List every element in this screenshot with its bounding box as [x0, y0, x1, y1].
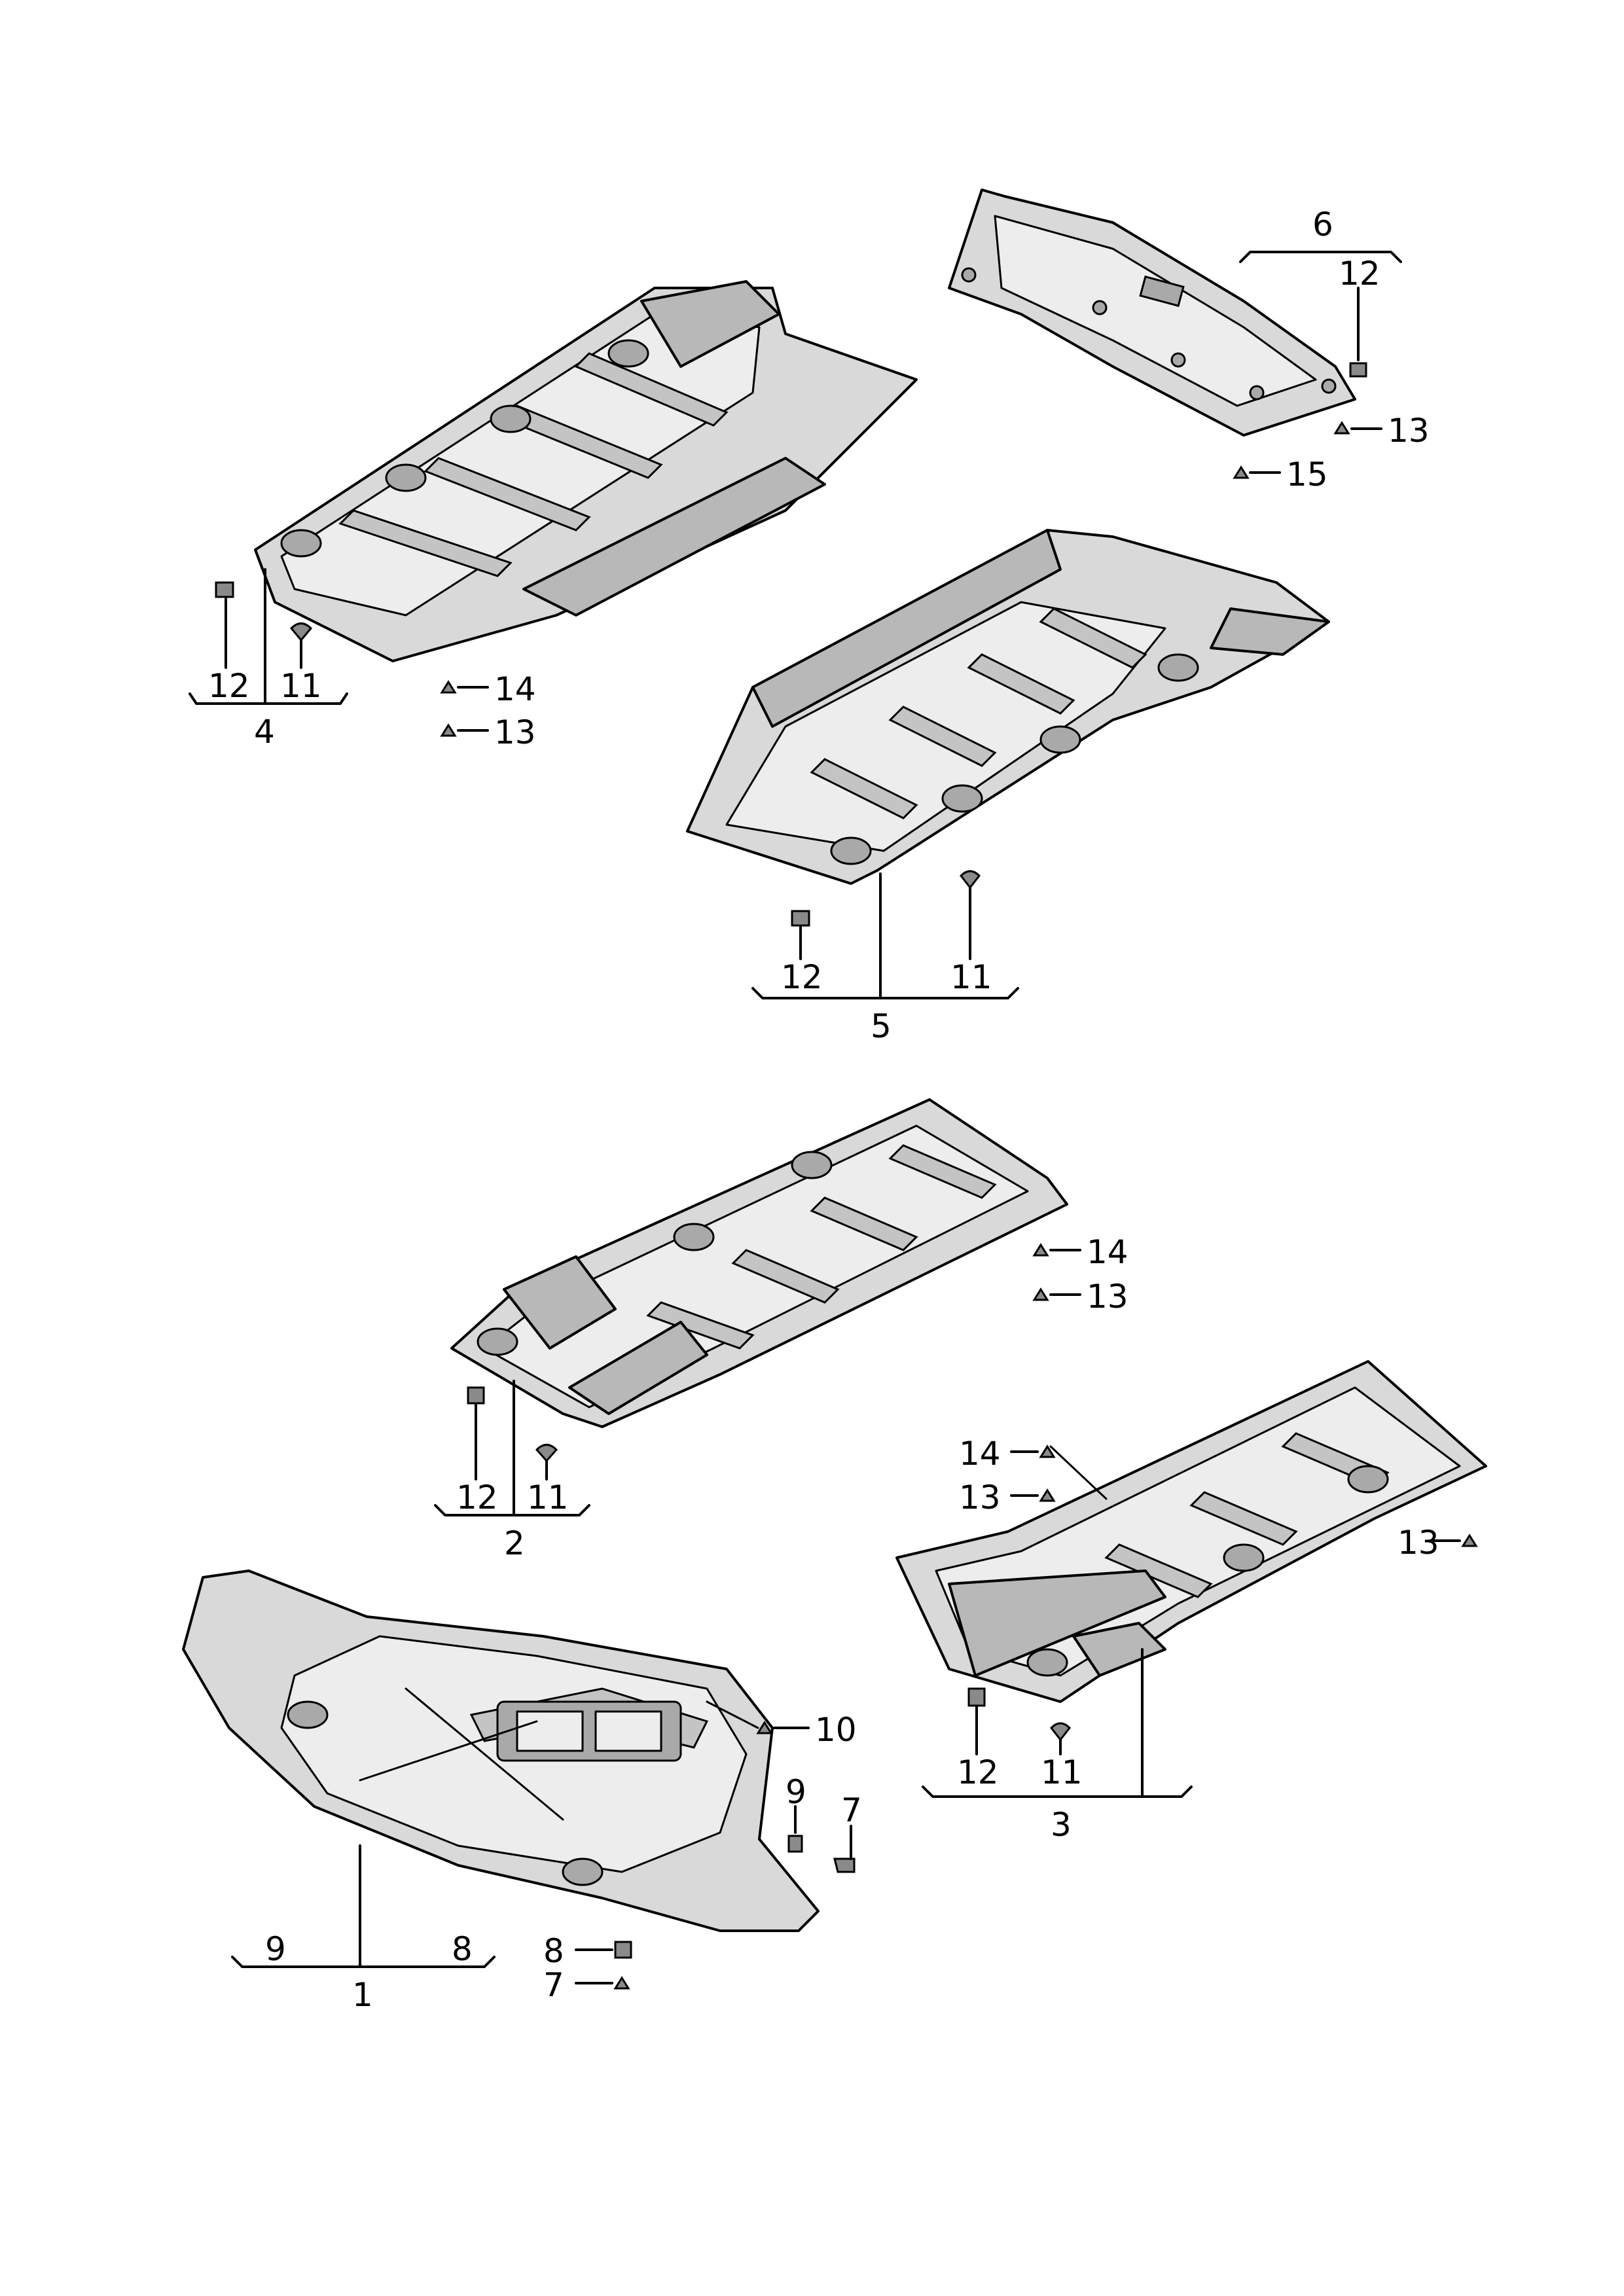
callout-11: 11 — [1041, 1753, 1083, 1791]
callout-13: 13 — [959, 1479, 1001, 1516]
callout-11: 11 — [280, 667, 322, 705]
callout-14: 14 — [1087, 1233, 1128, 1271]
callout-14: 14 — [959, 1435, 1001, 1473]
callout-8: 8 — [543, 1932, 564, 1970]
clip-12-icon — [215, 581, 234, 598]
fastener-glyphs — [215, 362, 1478, 1990]
callout-8: 8 — [452, 1930, 473, 1968]
callout-1: 1 — [352, 1976, 373, 2014]
callout-9: 9 — [785, 1773, 806, 1811]
callout-14: 14 — [494, 670, 536, 708]
callout-5: 5 — [871, 1007, 892, 1045]
callout-11: 11 — [527, 1479, 569, 1516]
bolt-14-icon — [440, 680, 457, 694]
clip-8-icon — [614, 1941, 632, 1959]
callout-4: 4 — [254, 713, 275, 751]
clip-12-icon — [1349, 362, 1367, 378]
bolt-13-icon — [1333, 421, 1350, 435]
bolt-14-icon — [1032, 1243, 1049, 1257]
clip-9-icon — [787, 1835, 803, 1853]
part-2-underbody-panel[interactable] — [450, 1098, 1068, 1428]
callout-12: 12 — [208, 667, 250, 705]
part-4-underbody-panel[interactable] — [254, 280, 918, 662]
callout-3: 3 — [1051, 1806, 1072, 1844]
bolt-7-icon — [613, 1976, 630, 1990]
part-1-front-shield[interactable] — [182, 1570, 820, 1932]
bolt-13-icon — [440, 723, 457, 737]
callout-12: 12 — [957, 1753, 999, 1791]
part-5-underbody-panel[interactable] — [686, 529, 1330, 885]
callout-7: 7 — [543, 1966, 564, 2004]
clip-12-icon — [967, 1687, 986, 1707]
callout-13: 13 — [494, 713, 536, 751]
clip-11-icon — [960, 870, 981, 889]
callout-6: 6 — [1312, 206, 1333, 243]
screw-7-icon — [833, 1857, 856, 1873]
callout-10: 10 — [815, 1711, 857, 1749]
bolt-13-icon — [1039, 1488, 1056, 1502]
bolt-13-icon — [1032, 1287, 1049, 1301]
callout-12: 12 — [781, 958, 823, 996]
callout-13: 13 — [1398, 1524, 1439, 1562]
callout-7: 7 — [841, 1791, 862, 1829]
callout-labels: 6 12 13 15 12 11 4 14 13 12 11 5 14 13 1… — [208, 206, 1439, 2014]
leader-lines — [189, 251, 1461, 1984]
clip-12-icon — [467, 1386, 485, 1405]
part-6-rear-panel[interactable] — [948, 188, 1356, 437]
part-3-underbody-panel[interactable] — [895, 1360, 1487, 1703]
bolt-15-icon — [1233, 465, 1250, 479]
callout-12: 12 — [1339, 255, 1380, 293]
clip-11-icon — [1050, 1722, 1071, 1742]
callout-2: 2 — [504, 1524, 525, 1562]
clip-11-icon — [535, 1444, 558, 1463]
clip-11-icon — [289, 622, 313, 642]
bolt-10-icon — [756, 1721, 773, 1734]
callout-13: 13 — [1087, 1278, 1128, 1316]
callout-12: 12 — [456, 1479, 498, 1516]
bolt-14-icon — [1039, 1444, 1056, 1458]
callout-13: 13 — [1388, 412, 1430, 450]
clip-12-icon — [791, 910, 810, 927]
callout-15: 15 — [1286, 456, 1328, 493]
callout-11: 11 — [950, 958, 992, 996]
callout-9: 9 — [265, 1930, 286, 1968]
bolt-13-icon — [1461, 1534, 1478, 1547]
